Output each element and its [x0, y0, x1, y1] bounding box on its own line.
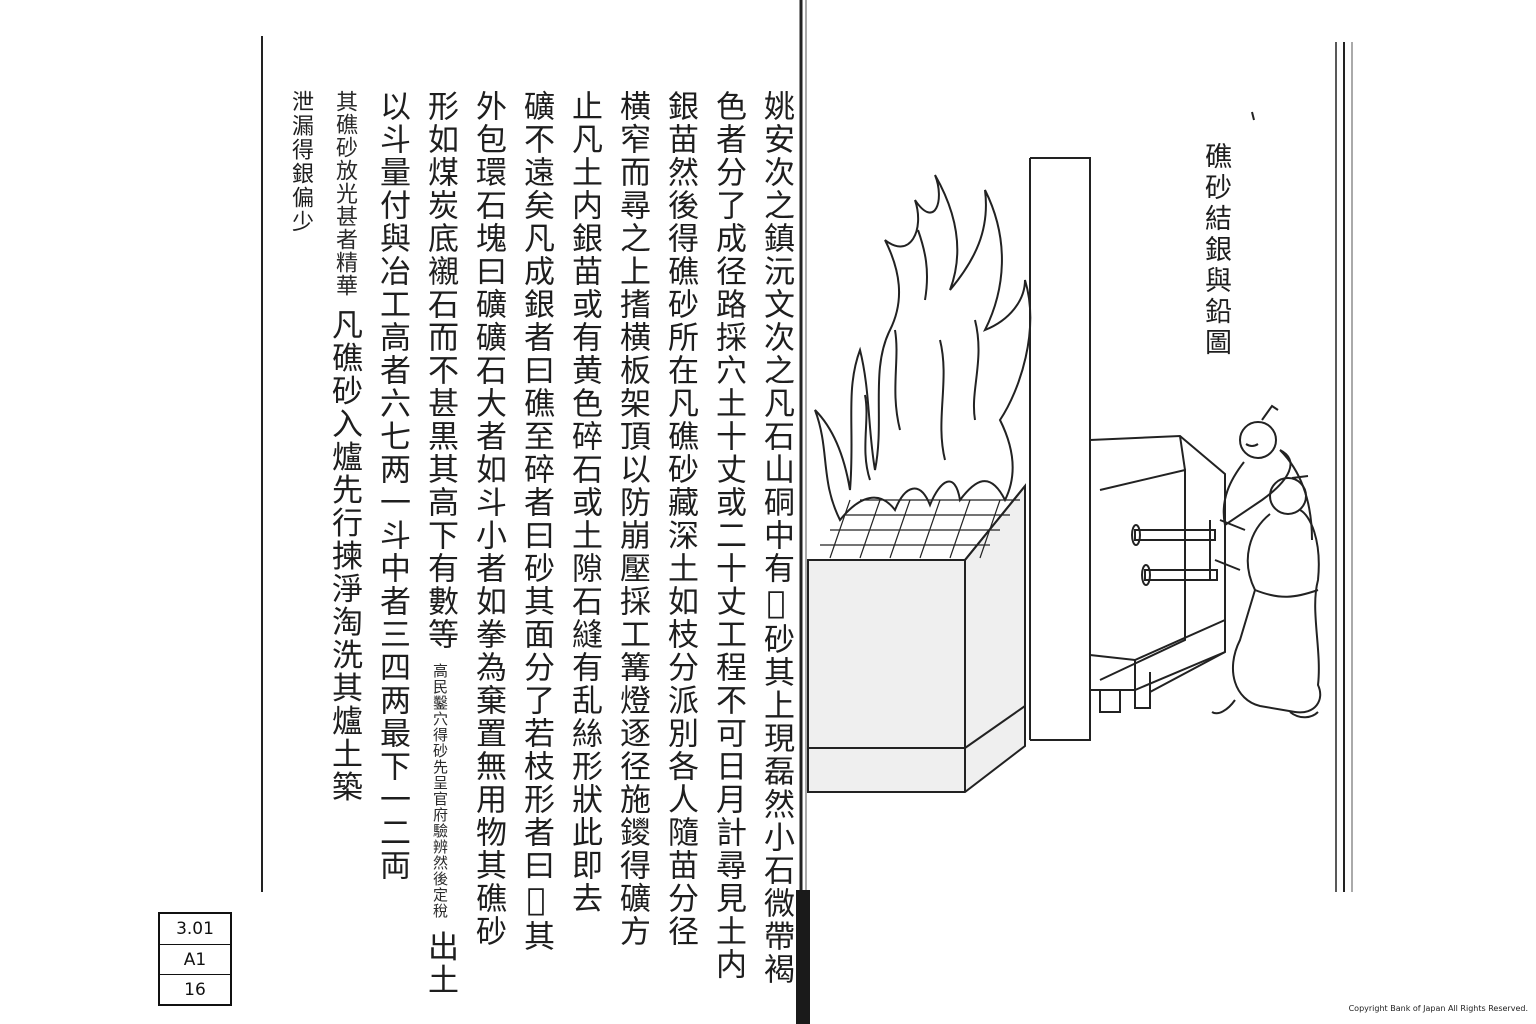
- text-column: 外包環石塊曰礦礦石大者如斗小者如拳為棄置無用物其礁砂: [470, 90, 506, 948]
- text-column: 銀苗然後得礁砂所在凡礁砂藏深土如枝分派別各人隨苗分径: [662, 90, 698, 948]
- catalog-label: 3.01 A1 16: [158, 912, 232, 1006]
- text-segment: 出土: [422, 930, 458, 997]
- text-segment: 其礁砂放光甚者精華: [332, 90, 357, 297]
- catalog-label-line: 16: [160, 974, 230, 1004]
- interlinear-note: 高民鑿穴得砂先呈官府驗辨然後定稅: [431, 662, 449, 919]
- text-column: 色者分了成径路採穴土十丈或二十丈工程不可日月計尋見土内: [710, 90, 746, 981]
- text-column: 礦不遠矣凡成銀者曰礁至碎者曰砂其面分了若枝形者曰𨥚其: [518, 90, 554, 953]
- text-column: 以斗量付與冶工高者六七两一斗中者三四两最下一二両: [374, 90, 410, 882]
- text-column: 姚安次之鎮沅文次之凡石山硐中有𨥚砂其上現磊然小石微帶褐: [758, 90, 794, 986]
- text-segment: 凡礁砂入爐先行揀淨淘洗其爐土築: [326, 308, 362, 804]
- text-segment: 形如煤炭底襯石而不甚黒其高下有數等: [422, 90, 458, 651]
- catalog-label-line: 3.01: [176, 919, 214, 939]
- illustration-flames: [814, 174, 1032, 522]
- text-column: 泄漏得銀偏少: [288, 90, 313, 234]
- illustration-title: 礁砂結銀與鉛圖: [1200, 142, 1231, 359]
- illustration-furnace: [807, 157, 1226, 793]
- copyright-notice: Copyright Bank of Japan All Rights Reser…: [1348, 1004, 1528, 1013]
- text-column: 横窄而尋之上搘横板架頂以防崩壓採工篝燈逐径施鑁得礦方: [614, 90, 650, 948]
- classical-text-body: 姚安次之鎮沅文次之凡石山硐中有𨥚砂其上現磊然小石微帶褐 色者分了成径路採穴土十丈…: [286, 90, 806, 997]
- text-column: 止凡土内銀苗或有黄色碎石或土隙石縫有乱絲形狀此即去: [566, 90, 602, 915]
- catalog-label-line: A1: [160, 944, 230, 974]
- spine-shadow: [796, 890, 810, 1024]
- illustration-workers: [1209, 404, 1322, 719]
- text-column-split: 其礁砂放光甚者精華 凡礁砂入爐先行揀淨淘洗其爐土築: [324, 90, 364, 804]
- text-column-with-note: 形如煤炭底襯石而不甚黒其高下有數等 高民鑿穴得砂先呈官府驗辨然後定稅 出土: [420, 90, 460, 997]
